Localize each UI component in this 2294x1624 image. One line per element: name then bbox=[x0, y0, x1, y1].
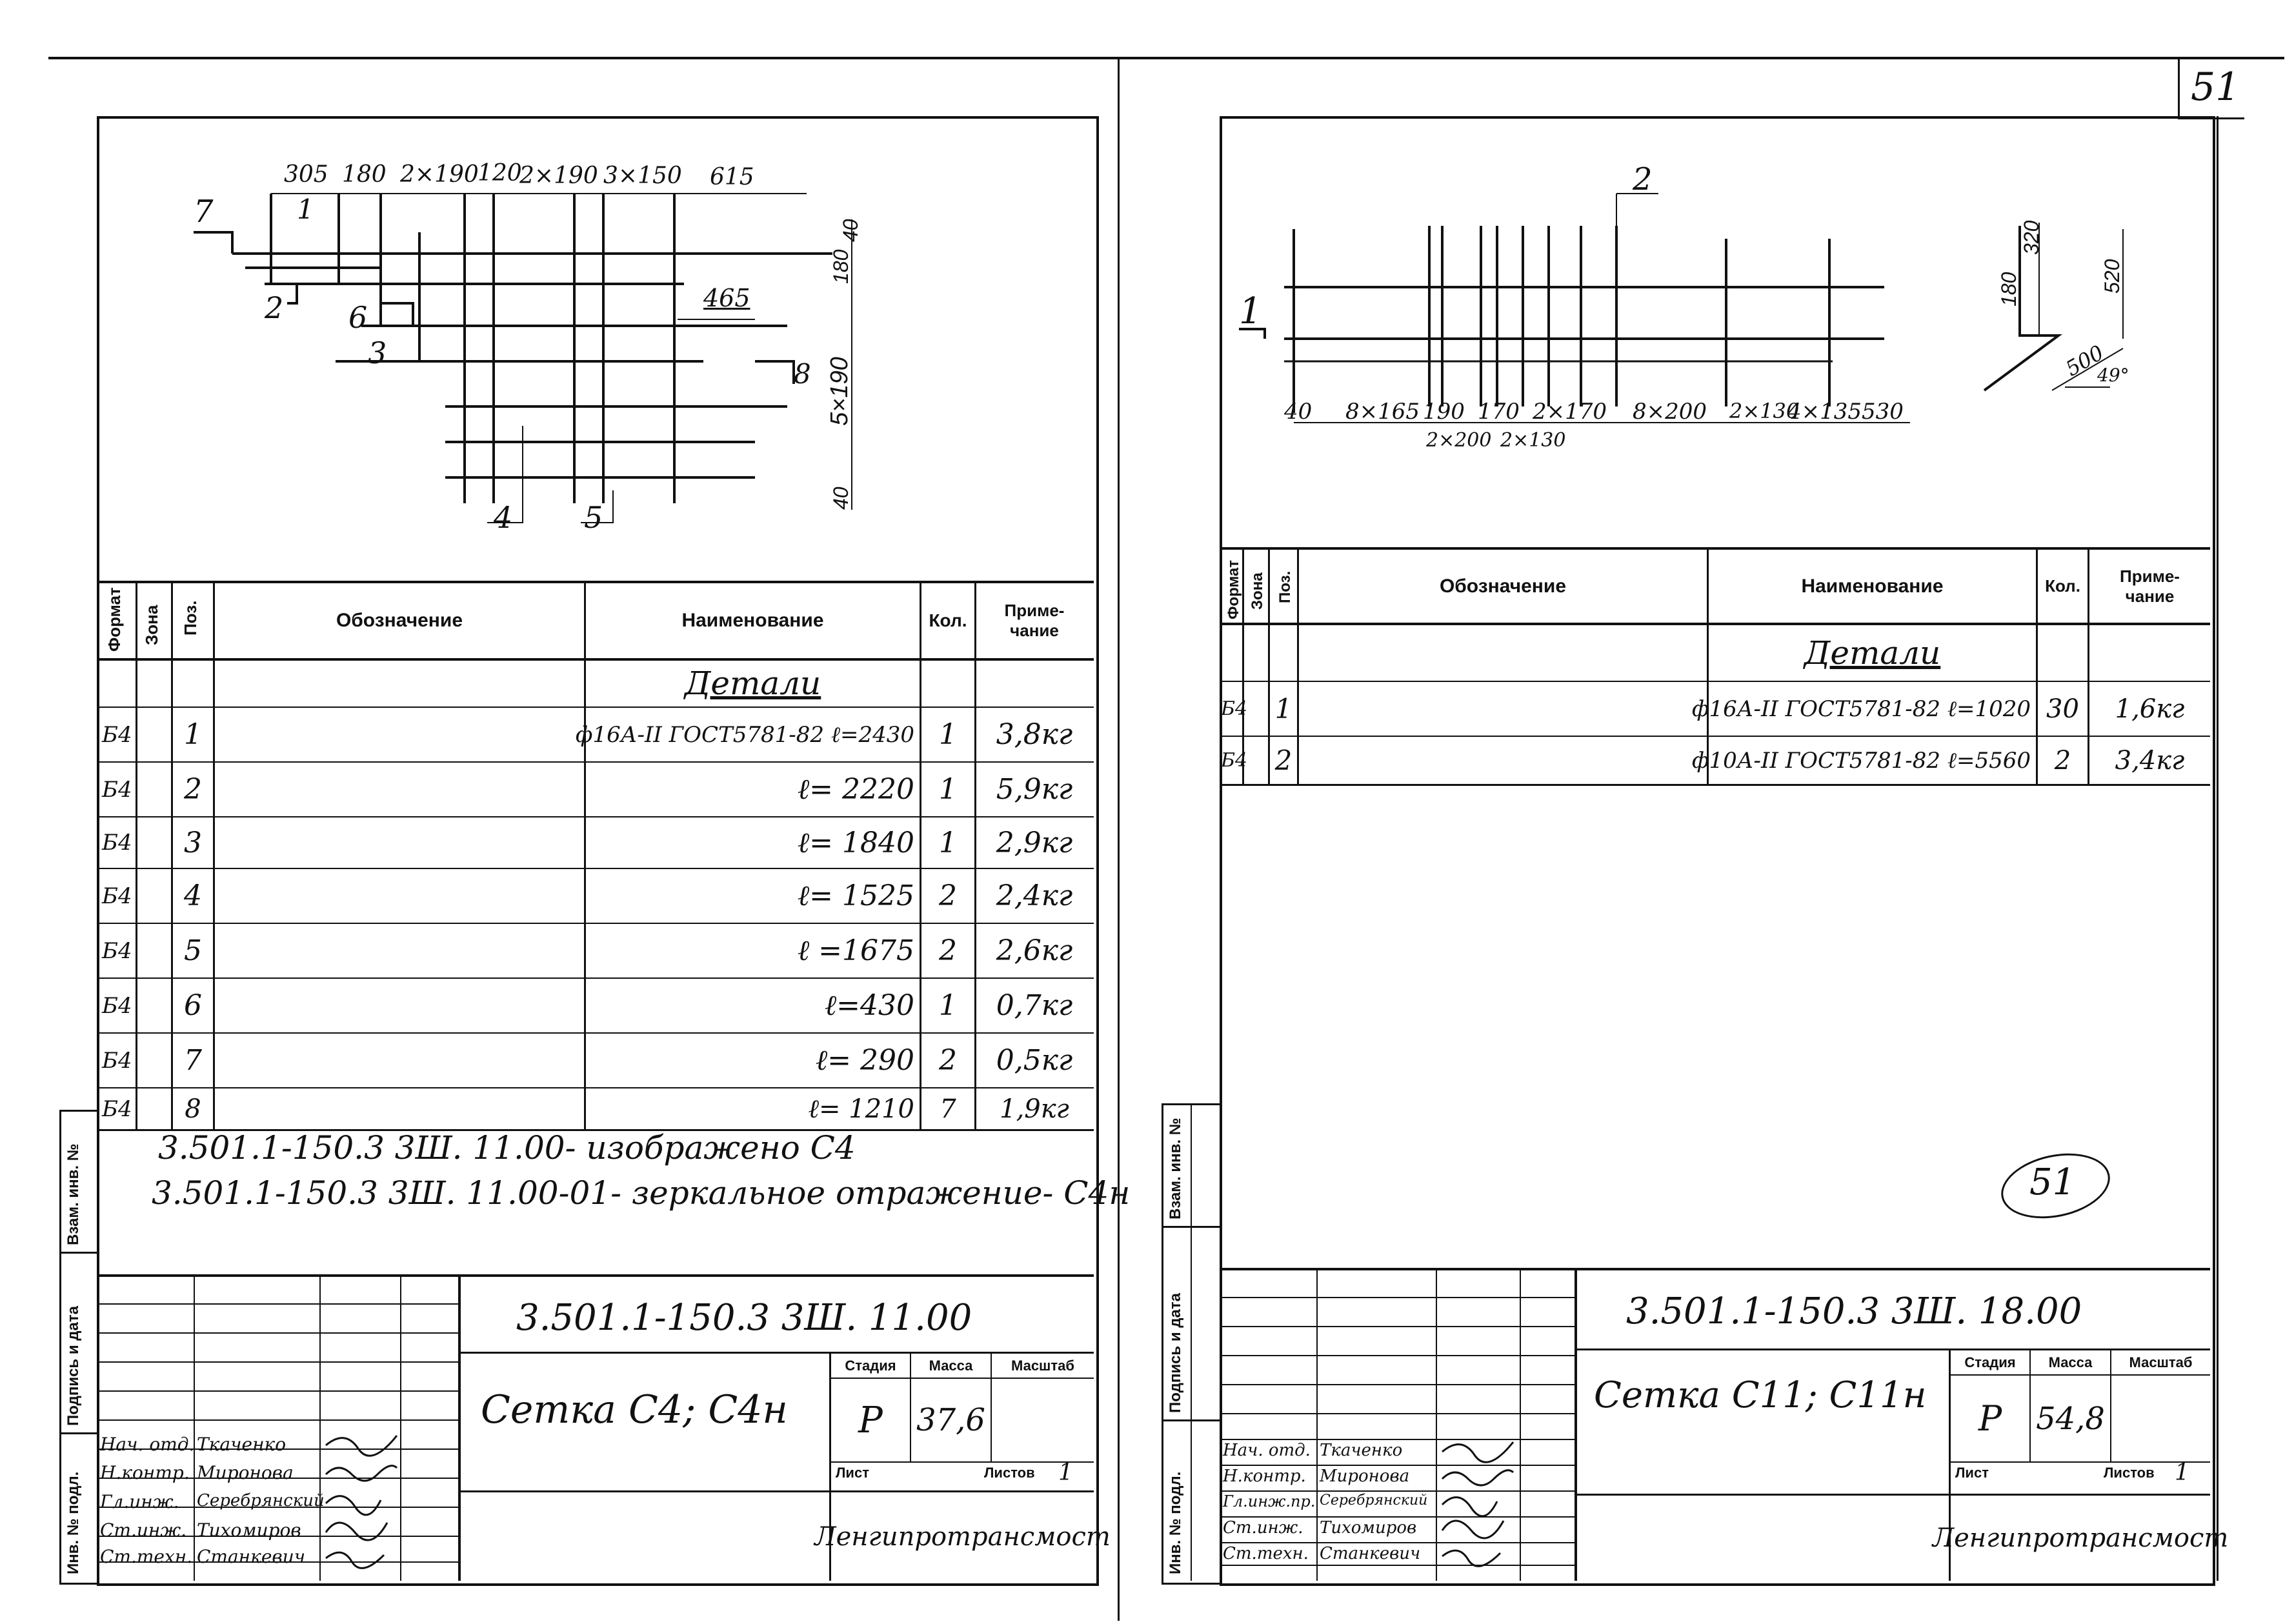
left-doc-code: 3.501.1-150.3 3Ш. 11.00 bbox=[516, 1297, 972, 1339]
left-note-1: 3.501.1-150.3 3Ш. 11.00- изображено С4 bbox=[158, 1129, 856, 1167]
left-name-1: Ткаченко bbox=[197, 1434, 287, 1455]
left-role-5: Ст.техн. bbox=[100, 1546, 193, 1567]
right-sheet-frame bbox=[1220, 116, 2215, 1586]
left-role-1: Нач. отд. bbox=[100, 1434, 195, 1455]
r-dim-40: 40 bbox=[1284, 399, 1313, 425]
left-name-5: Станкевич bbox=[197, 1546, 306, 1567]
r-dim-2x130: 2×130 bbox=[1729, 399, 1800, 423]
r-dim-8x165: 8×165 bbox=[1345, 399, 1420, 425]
left-sheet-label: Лист bbox=[836, 1465, 869, 1481]
r-th-qty: Кол. bbox=[2045, 576, 2080, 596]
left-role-3: Гл.инж. bbox=[100, 1491, 179, 1512]
th-note: Приме- чание bbox=[1004, 601, 1065, 640]
right-mass: 54,8 bbox=[2036, 1400, 2105, 1437]
r-th-note: Приме- чание bbox=[2120, 566, 2180, 606]
th-name: Наименование bbox=[681, 610, 824, 631]
left-side-strip bbox=[59, 1110, 99, 1585]
r-dim-8x200: 8×200 bbox=[1633, 399, 1707, 425]
right-scale-label: Масштаб bbox=[2129, 1354, 2193, 1370]
r-pos-label-2: 2 bbox=[1633, 161, 1653, 197]
right-role-4: Ст.инж. bbox=[1223, 1518, 1303, 1538]
dim-2x190b: 2×190 bbox=[519, 163, 598, 189]
right-stage-label: Стадия bbox=[1964, 1354, 2016, 1370]
left-org: Ленгипротрансмост bbox=[814, 1521, 1111, 1552]
left-scale-label: Масштаб bbox=[1011, 1357, 1074, 1374]
left-role-4: Ст.инж. bbox=[100, 1519, 187, 1541]
right-role-5: Ст.техн. bbox=[1223, 1544, 1309, 1563]
left-section-title: Детали bbox=[684, 665, 821, 702]
right-name-4: Тихомиров bbox=[1320, 1518, 1417, 1538]
right-sheet-label: Лист bbox=[1955, 1465, 1989, 1481]
th-qty: Кол. bbox=[929, 610, 967, 630]
left-title: Сетка С4; С4н bbox=[481, 1387, 788, 1432]
left-mass: 37,6 bbox=[916, 1402, 985, 1438]
stamp-number: 51 bbox=[2029, 1161, 2076, 1203]
dim-615: 615 bbox=[710, 164, 754, 190]
dim-2x190a: 2×190 bbox=[400, 161, 479, 188]
right-section-title: Детали bbox=[1804, 634, 1941, 672]
left-stage: Р bbox=[858, 1399, 883, 1441]
left-sheets-label: Листов bbox=[984, 1465, 1035, 1481]
right-mass-label: Масса bbox=[2048, 1354, 2093, 1370]
right-role-3: Гл.инж.пр. bbox=[1223, 1492, 1316, 1510]
pos-label-3: 3 bbox=[368, 336, 387, 370]
r-dim-530: 530 bbox=[1862, 399, 1904, 425]
r-pos-label-1: 1 bbox=[1239, 290, 1262, 332]
r-th-designation: Обозначение bbox=[1439, 575, 1567, 597]
right-role-2: Н.контр. bbox=[1223, 1467, 1306, 1486]
right-doc-code: 3.501.1-150.3 3Ш. 18.00 bbox=[1626, 1290, 2082, 1332]
dim-305: 305 bbox=[284, 161, 328, 188]
r-dim-2x200: 2×200 bbox=[1426, 429, 1492, 452]
left-stage-label: Стадия bbox=[845, 1357, 896, 1374]
center-fold bbox=[1118, 59, 1120, 1621]
pos-label-8: 8 bbox=[794, 358, 811, 390]
dim-120: 120 bbox=[478, 160, 522, 186]
r-dim-2x130b: 2×130 bbox=[1500, 429, 1566, 452]
dim-180: 180 bbox=[342, 161, 387, 188]
right-name-2: Миронова bbox=[1320, 1467, 1410, 1486]
left-sheet-frame bbox=[97, 116, 1099, 1586]
page-number: 51 bbox=[2191, 65, 2240, 110]
dim-3x150: 3×150 bbox=[603, 163, 682, 189]
r-dim-2x170: 2×170 bbox=[1533, 399, 1607, 425]
pos-label-6: 6 bbox=[348, 300, 368, 335]
top-rule bbox=[48, 57, 2284, 59]
left-mass-label: Масса bbox=[929, 1357, 973, 1374]
pos-label-7: 7 bbox=[194, 194, 214, 230]
right-name-3: Серебрянский bbox=[1320, 1492, 1428, 1509]
pos-label-4: 4 bbox=[494, 500, 513, 535]
pos-label-1: 1 bbox=[297, 194, 314, 225]
left-sheets: 1 bbox=[1058, 1459, 1073, 1486]
right-stage: Р bbox=[1978, 1398, 2002, 1439]
right-sheets-label: Листов bbox=[2104, 1465, 2155, 1481]
r-dim-170: 170 bbox=[1478, 399, 1520, 425]
left-name-3: Серебрянский bbox=[197, 1491, 325, 1510]
right-role-1: Нач. отд. bbox=[1223, 1441, 1311, 1460]
r-dim-190: 190 bbox=[1423, 399, 1465, 425]
th-designation: Обозначение bbox=[336, 610, 463, 631]
r-dim-4x135: 4×135 bbox=[1787, 399, 1862, 425]
dim-465: 465 bbox=[703, 284, 750, 312]
left-note-2: 3.501.1-150.3 3Ш. 11.00-01- зеркальное о… bbox=[152, 1174, 1131, 1212]
r-hook-49: 49° bbox=[2097, 365, 2129, 386]
right-title: Сетка С11; С11н bbox=[1594, 1374, 1927, 1416]
left-name-4: Тихомиров bbox=[197, 1519, 301, 1541]
r-th-name: Наименование bbox=[1801, 575, 1944, 597]
left-name-2: Миронова bbox=[197, 1462, 294, 1483]
right-name-1: Ткаченко bbox=[1320, 1441, 1403, 1460]
right-name-5: Станкевич bbox=[1320, 1544, 1421, 1563]
right-org: Ленгипротрансмост bbox=[1932, 1523, 2229, 1553]
pos-label-5: 5 bbox=[584, 500, 603, 535]
pos-label-2: 2 bbox=[265, 290, 284, 325]
left-role-2: Н.контр. bbox=[100, 1462, 190, 1483]
right-sheets: 1 bbox=[2175, 1459, 2189, 1486]
